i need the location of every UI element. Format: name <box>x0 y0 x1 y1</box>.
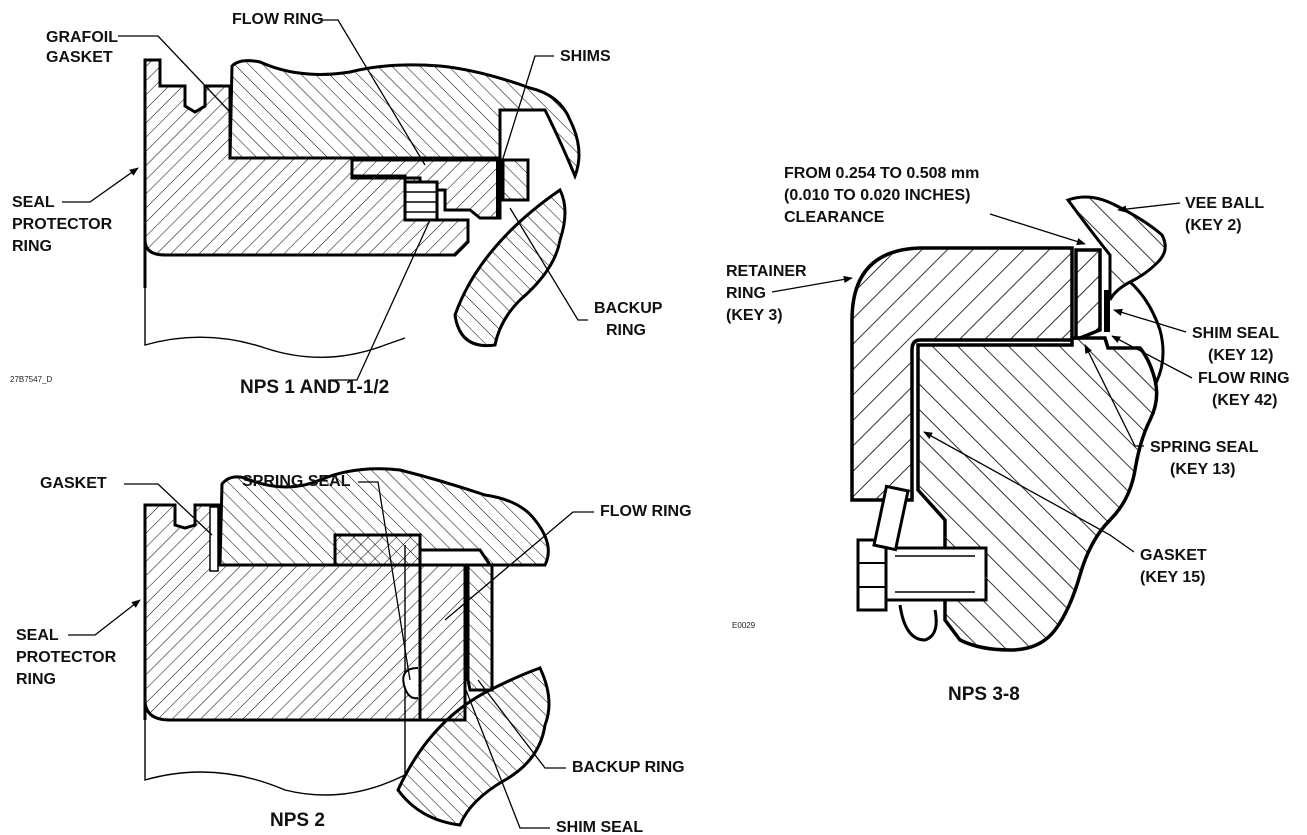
label-gasket-2: GASKET <box>40 475 107 492</box>
leader-flow-ring-2 <box>444 511 594 621</box>
label-seal-protector-2b: PROTECTOR <box>16 649 117 666</box>
leader-shim-seal-3 <box>1113 308 1187 333</box>
label-grafoil-gasket-2: GASKET <box>46 49 113 66</box>
leader-clearance <box>989 213 1086 246</box>
label-seal-protector-2a: SEAL <box>16 627 59 644</box>
spring-seal-stack <box>403 180 439 222</box>
label-vee-ball-1: VEE BALL <box>1185 195 1264 212</box>
label-vee-ball-2: (KEY 2) <box>1185 217 1242 234</box>
leader-flow-ring-3 <box>1111 335 1193 379</box>
bolt-assembly <box>856 484 988 642</box>
shims-shape <box>496 160 501 218</box>
label-shim-seal-3-1: SHIM SEAL <box>1192 325 1279 342</box>
drawing-number-1: 27B7547_D <box>10 375 52 384</box>
leader-flow-ring-1 <box>322 19 426 166</box>
diagram-nps-1: GRAFOIL GASKET FLOW RING SHIMS SEAL PROT… <box>10 11 663 398</box>
label-retainer-ring-2: RING <box>726 285 766 302</box>
label-retainer-ring-3: (KEY 3) <box>726 307 783 324</box>
seal-protector-2-lower-outline <box>144 720 406 796</box>
leader-shim-seal-2 <box>465 689 550 829</box>
leader-spring-seal-1 <box>330 219 431 381</box>
flow-ring-2-shape <box>418 563 467 722</box>
ball-2-shape <box>396 666 551 827</box>
label-shim-seal-3-2: (KEY 12) <box>1208 347 1274 364</box>
seal-protector-ring-shape <box>143 58 470 288</box>
leader-seal-protector-2 <box>68 599 141 636</box>
label-shim-seal-2: SHIM SEAL <box>556 819 643 835</box>
label-grafoil-gasket-1: GRAFOIL <box>46 29 118 46</box>
leader-gasket-3 <box>923 431 1135 553</box>
label-backup-ring-2: BACKUP RING <box>572 759 685 776</box>
label-backup-ring-1b: RING <box>606 322 646 339</box>
vee-ball-edge <box>1128 280 1165 386</box>
label-clearance-3: CLEARANCE <box>784 209 885 226</box>
leader-retainer-ring <box>771 275 853 293</box>
leader-spring-seal-3 <box>1084 344 1144 447</box>
label-shims: SHIMS <box>560 48 611 65</box>
label-clearance-2: (0.010 TO 0.020 INCHES) <box>784 187 970 204</box>
label-flow-ring-3-2: (KEY 42) <box>1212 392 1278 409</box>
label-gasket-3-2: (KEY 15) <box>1140 569 1206 586</box>
seal-protector-lower-outline <box>144 255 406 358</box>
label-gasket-3-1: GASKET <box>1140 547 1207 564</box>
valve-body-3-shape <box>916 336 1159 652</box>
label-spring-seal-3-1: SPRING SEAL <box>1150 439 1259 456</box>
label-backup-ring-1a: BACKUP <box>594 300 663 317</box>
label-flow-ring-3-1: FLOW RING <box>1198 370 1290 387</box>
label-seal-protector-1b: PROTECTOR <box>12 216 113 233</box>
shim-seal-3-shape <box>1104 290 1110 332</box>
drawing-number-3: E0029 <box>732 621 756 630</box>
label-seal-protector-2c: RING <box>16 671 56 688</box>
leader-spring-seal-2 <box>358 481 411 681</box>
label-spring-seal-2: SPRING SEAL <box>242 473 351 490</box>
leader-seal-protector-1 <box>62 167 139 203</box>
valve-body-upper <box>228 59 581 181</box>
leader-shims <box>499 55 554 169</box>
vee-ball-shape <box>1065 195 1167 301</box>
label-flow-ring-1: FLOW RING <box>232 11 324 28</box>
ball-1-shape <box>453 187 567 348</box>
leader-backup-ring-1 <box>509 207 588 321</box>
backup-ring-1-shape <box>501 158 530 202</box>
retainer-ring-shape <box>850 246 1074 502</box>
caption-nps-3-8: NPS 3-8 <box>948 684 1020 705</box>
label-flow-ring-2: FLOW RING <box>600 503 692 520</box>
diagram-nps-3-8: FROM 0.254 TO 0.508 mm (0.010 TO 0.020 I… <box>726 165 1290 705</box>
label-retainer-ring-1: RETAINER <box>726 263 807 280</box>
leader-backup-ring-2 <box>477 679 566 769</box>
flow-ring-3-shape <box>1074 248 1102 340</box>
label-spring-seal-3-2: (KEY 13) <box>1170 461 1236 478</box>
caption-nps-2: NPS 2 <box>270 810 325 831</box>
label-clearance-1: FROM 0.254 TO 0.508 mm <box>784 165 979 182</box>
diagram-nps-2: GASKET SPRING SEAL FLOW RING SEAL PROTEC… <box>16 467 692 835</box>
label-seal-protector-1c: RING <box>12 238 52 255</box>
leader-gasket-2 <box>124 483 213 536</box>
spring-seal-2-shape <box>402 667 419 700</box>
label-seal-protector-1a: SEAL <box>12 194 55 211</box>
leader-grafoil-gasket <box>118 35 231 113</box>
leader-vee-ball <box>1117 202 1181 213</box>
caption-nps-1: NPS 1 AND 1-1/2 <box>240 377 389 398</box>
gasket-2-shape <box>209 506 219 572</box>
